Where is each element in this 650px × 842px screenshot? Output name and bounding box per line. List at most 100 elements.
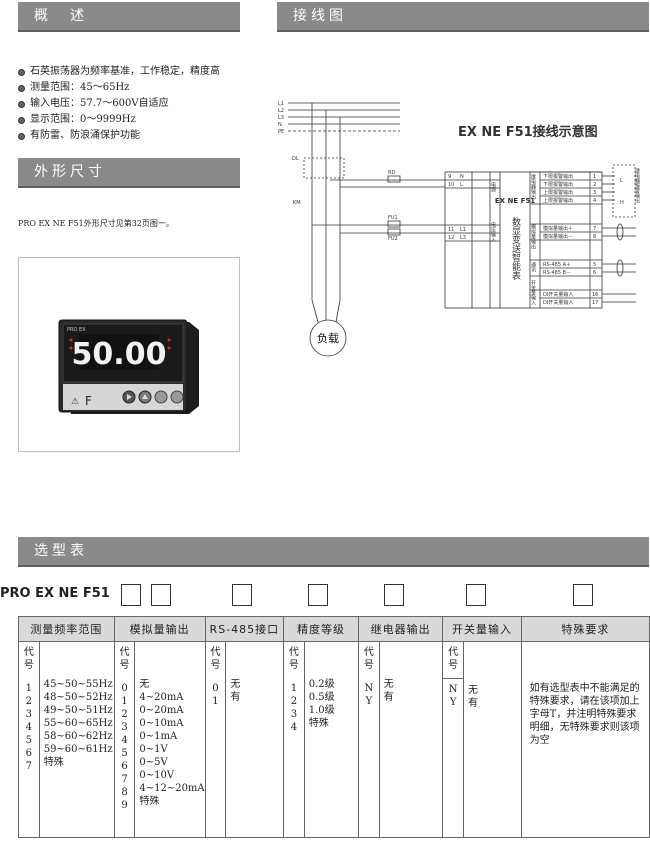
- code-box-switch[interactable]: [466, 584, 486, 606]
- comm-group-label: 通讯: [530, 261, 536, 273]
- overview-item: 显示范围：0～9999Hz: [18, 112, 258, 128]
- di-input-17-num: 17: [592, 300, 598, 306]
- signal-term-11: 11: [448, 227, 454, 233]
- analog-group-label: 模拟量输出: [530, 223, 536, 250]
- analog-out-plus-num: 7: [593, 226, 596, 232]
- overview-item: 输入电压：57.7～600V自适应: [18, 96, 258, 112]
- code-box-special[interactable]: [573, 584, 593, 606]
- signal-term-12: 12: [448, 235, 454, 241]
- code-box-accuracy[interactable]: [308, 584, 328, 606]
- rs485-values: 无有: [225, 641, 285, 838]
- rs485-b-num: 6: [593, 270, 596, 276]
- signal-group-label: 电压输入: [490, 221, 496, 242]
- switch-values: 无有: [462, 641, 522, 838]
- bus-label-l1: L1: [278, 101, 284, 107]
- signal-term-12-label: L3: [460, 235, 466, 241]
- relay-out-2-num: 2: [593, 182, 596, 188]
- km-label: KM: [293, 200, 301, 206]
- relay-out-1-num: 1: [593, 174, 596, 180]
- rs485-a-num: 5: [593, 262, 596, 268]
- meter-key-label: F: [85, 394, 92, 408]
- di-input-17: DI开关量输入: [543, 299, 573, 306]
- product-photo: PRO EX 50.00 ⚠ F: [18, 257, 240, 452]
- load-label: 负载: [317, 331, 339, 345]
- code-label: 代号: [23, 647, 34, 671]
- relay-h: H: [620, 200, 624, 206]
- header-freq: 测量频率范围: [18, 616, 115, 642]
- meter-button-1: [154, 390, 168, 404]
- dl-label: DL: [292, 156, 299, 162]
- header-special: 特殊要求: [520, 616, 650, 642]
- header-accuracy: 精度等级: [283, 616, 360, 642]
- relay-out-3: 上限报警输出: [543, 189, 573, 196]
- model-code: PRO EX NE F51: [0, 586, 110, 601]
- dimensions-header: 外形尺寸: [18, 158, 240, 188]
- power-term-10: 10: [448, 182, 454, 188]
- meter-brand: PRO EX: [67, 327, 86, 333]
- power-group-label: 电源: [490, 181, 496, 193]
- analog-out-minus: 模拟量输出－: [543, 233, 573, 240]
- overview-item: 石英振荡器为频率基准，工作稳定，精度高: [18, 64, 258, 80]
- relay-out-4-num: 4: [593, 198, 596, 204]
- relay-values: 无有: [378, 641, 444, 838]
- di-input-16-num: 16: [592, 292, 598, 298]
- overview-item: 测量范围：45～65Hz: [18, 80, 258, 96]
- device-name: EX NE F51: [495, 197, 535, 205]
- relay-box-label: 继电器报警输出: [634, 167, 640, 204]
- bus-label-l2: L2: [278, 108, 284, 114]
- bus-label-n: N: [278, 122, 282, 128]
- power-term-10-label: L: [460, 182, 463, 188]
- dimension-note: PRO EX NE F51外形尺寸见第32页图一。: [18, 219, 174, 228]
- meter-button-2: [170, 390, 184, 404]
- relay-out-3-num: 3: [593, 190, 596, 196]
- wiring-title: EX NE F51接线示意图: [458, 125, 598, 140]
- code-box-rs485[interactable]: [232, 584, 252, 606]
- relay-out-1: 下限报警输出: [543, 173, 573, 180]
- fu1-label: FU1: [388, 215, 398, 221]
- overview-header: 概 述: [18, 2, 240, 32]
- meter-display: 50.00: [72, 337, 167, 372]
- rs485-b: RS-485 B－: [543, 270, 571, 276]
- meter-image: PRO EX 50.00 ⚠ F: [58, 319, 199, 414]
- code-box-analog[interactable]: [151, 584, 171, 606]
- analog-out-plus: 模拟量输出＋: [543, 225, 573, 232]
- header-switch: 开关量输入: [442, 616, 522, 642]
- di-input-16: DI开关量输入: [543, 291, 573, 298]
- header-analog: 模拟量输出: [113, 616, 206, 642]
- wiring-diagram: L1 L2 L3 N PE DL KM RD FU1 FU2 9 N 10 L …: [278, 101, 640, 357]
- code-box-freq[interactable]: [121, 584, 141, 606]
- selection-table: 测量频率范围 模拟量输出 RS-485接口 精度等级 继电器输出 开关量输入 特…: [18, 616, 650, 838]
- bus-label-l3: L3: [278, 115, 284, 121]
- relay-out-2: 下限报警输出: [543, 181, 573, 188]
- switch-group-label: 开关量输入: [530, 280, 536, 305]
- signal-term-11-label: L1: [460, 227, 466, 233]
- svg-text:⚠: ⚠: [71, 397, 79, 407]
- special-note: 如有选型表中不能满足的特殊要求，请在该项加上字母T，并注明特殊要求明细，无特殊要…: [520, 641, 650, 838]
- overview-item: 有防雷、防浪涌保护功能: [18, 128, 258, 144]
- wiring-header: 接线图: [277, 2, 649, 32]
- fu2-label: FU2: [388, 236, 398, 242]
- rd-label: RD: [388, 170, 395, 176]
- analog-out-minus-num: 8: [593, 234, 596, 240]
- code-box-relay[interactable]: [384, 584, 404, 606]
- rs485-a: RS-485 A＋: [543, 262, 571, 268]
- selection-header: 选型表: [18, 537, 649, 567]
- header-relay: 继电器输出: [358, 616, 444, 642]
- overview-list: 石英振荡器为频率基准，工作稳定，精度高 测量范围：45～65Hz 输入电压：57…: [18, 64, 258, 144]
- power-term-9: 9: [448, 174, 451, 180]
- relay-l: L: [620, 178, 623, 184]
- relay-group-label: 继电器输出: [530, 173, 536, 200]
- relay-out-4: 上限报警输出: [543, 197, 573, 204]
- power-term-9-label: N: [460, 174, 464, 180]
- bus-label-pe: PE: [278, 129, 284, 135]
- device-desc: 数显变送智能表: [510, 216, 521, 281]
